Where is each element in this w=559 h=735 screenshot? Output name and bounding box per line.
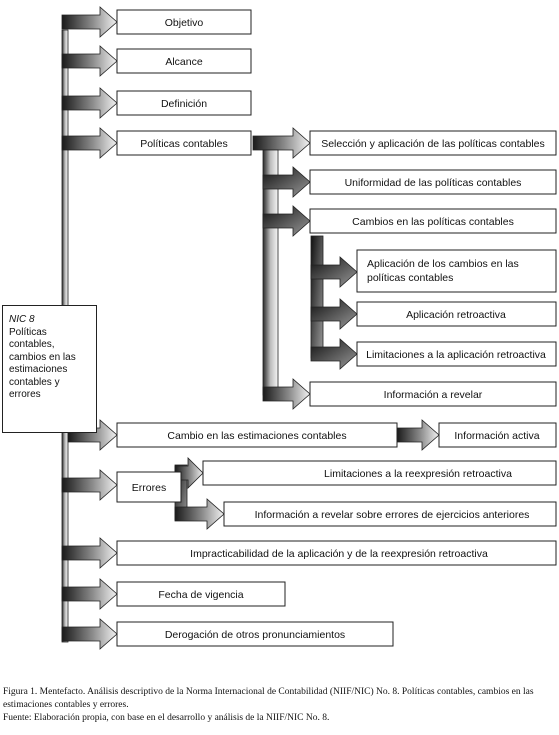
node-labels: Objetivo Alcance Definición Políticas co… xyxy=(132,17,546,641)
box-cambios-politicas xyxy=(309,208,557,234)
label-cambios-politicas: Cambios en las políticas contables xyxy=(352,216,514,228)
box-limitaciones-aplicacion xyxy=(356,341,557,367)
box-informacion-errores xyxy=(223,501,557,527)
arrow-derogacion xyxy=(61,618,118,650)
box-aplicacion-cambios xyxy=(356,249,557,293)
label-aplicacion-retroactiva: Aplicación retroactiva xyxy=(406,309,506,321)
box-derogacion xyxy=(116,621,394,647)
label-politicas: Políticas contables xyxy=(140,138,228,150)
arrow-definicion xyxy=(61,87,118,119)
label-limitaciones-aplicacion: Limitaciones a la aplicación retroactiva xyxy=(366,349,546,361)
node-boxes xyxy=(116,9,557,647)
box-politicas xyxy=(116,130,252,156)
box-fecha xyxy=(116,581,286,607)
label-errores: Errores xyxy=(132,482,166,494)
arrow-limitaciones-aplicacion xyxy=(310,338,358,370)
root-subtitle: Políticas contables, cambios en las esti… xyxy=(9,326,76,401)
label-informacion-revelar: Información a revelar xyxy=(384,389,483,401)
arrow-objetivo xyxy=(61,6,118,38)
label-impracticabilidad: Impracticabilidad de la aplicación y de … xyxy=(190,548,488,560)
box-seleccion xyxy=(309,130,557,156)
label-fecha: Fecha de vigencia xyxy=(158,589,243,601)
arrow-informacion-activa xyxy=(396,419,440,451)
box-informacion-revelar xyxy=(309,381,557,407)
label-definicion: Definición xyxy=(161,98,207,110)
box-errores xyxy=(116,471,182,503)
box-alcance xyxy=(116,48,252,74)
arrow-errores xyxy=(61,469,118,501)
box-objetivo xyxy=(116,9,252,35)
trunk-arrows xyxy=(61,6,118,650)
cambios-vertical-bar xyxy=(310,235,324,359)
label-limitaciones-reexpresion: Limitaciones a la reexpresión retroactiv… xyxy=(324,468,512,480)
root-node-nic8: NIC 8 Políticas contables, cambios en la… xyxy=(2,305,97,433)
label-aplicacion-cambios-1: Aplicación de los cambios en las xyxy=(367,258,519,270)
politicas-subtree xyxy=(252,127,358,410)
label-informacion-activa: Información activa xyxy=(454,430,539,442)
arrow-seleccion xyxy=(252,127,311,159)
box-aplicacion-retroactiva xyxy=(356,301,557,327)
figure-source-text: Fuente: Elaboración propia, con base en … xyxy=(3,713,330,723)
root-title: NIC 8 xyxy=(9,314,35,325)
box-impracticabilidad xyxy=(116,540,557,566)
arrow-aplicacion-retroactiva xyxy=(310,298,358,330)
arrow-informacion-errores xyxy=(174,498,225,530)
arrow-aplicacion-cambios xyxy=(310,256,358,288)
arrow-cambio-estimaciones xyxy=(67,419,118,451)
arrow-uniformidad xyxy=(262,166,311,198)
arrow-impracticabilidad xyxy=(61,537,118,569)
box-limitaciones-reexpresion xyxy=(202,460,557,486)
label-alcance: Alcance xyxy=(165,56,203,68)
label-objetivo: Objetivo xyxy=(165,17,204,29)
box-uniformidad xyxy=(309,169,557,195)
label-uniformidad: Uniformidad de las políticas contables xyxy=(345,177,522,189)
box-definicion xyxy=(116,90,252,116)
box-cambio-estimaciones xyxy=(116,422,398,448)
label-seleccion: Selección y aplicación de las políticas … xyxy=(321,138,545,150)
label-derogacion: Derogación de otros pronunciamientos xyxy=(165,629,345,641)
arrow-alcance xyxy=(61,45,118,77)
figure-caption: Figura 1. Mentefacto. Análisis descripti… xyxy=(3,686,555,726)
label-aplicacion-cambios-2: políticas contables xyxy=(367,272,453,284)
label-informacion-errores: Información a revelar sobre errores de e… xyxy=(255,509,530,521)
arrow-fecha xyxy=(61,578,118,610)
arrow-cambios-politicas xyxy=(262,205,311,237)
arrow-informacion-revelar xyxy=(262,378,311,410)
label-cambio-estimaciones: Cambio en las estimaciones contables xyxy=(167,430,346,442)
box-informacion-activa xyxy=(438,422,557,448)
arrow-politicas xyxy=(61,127,118,159)
figure-caption-text: Figura 1. Mentefacto. Análisis descripti… xyxy=(3,687,534,710)
